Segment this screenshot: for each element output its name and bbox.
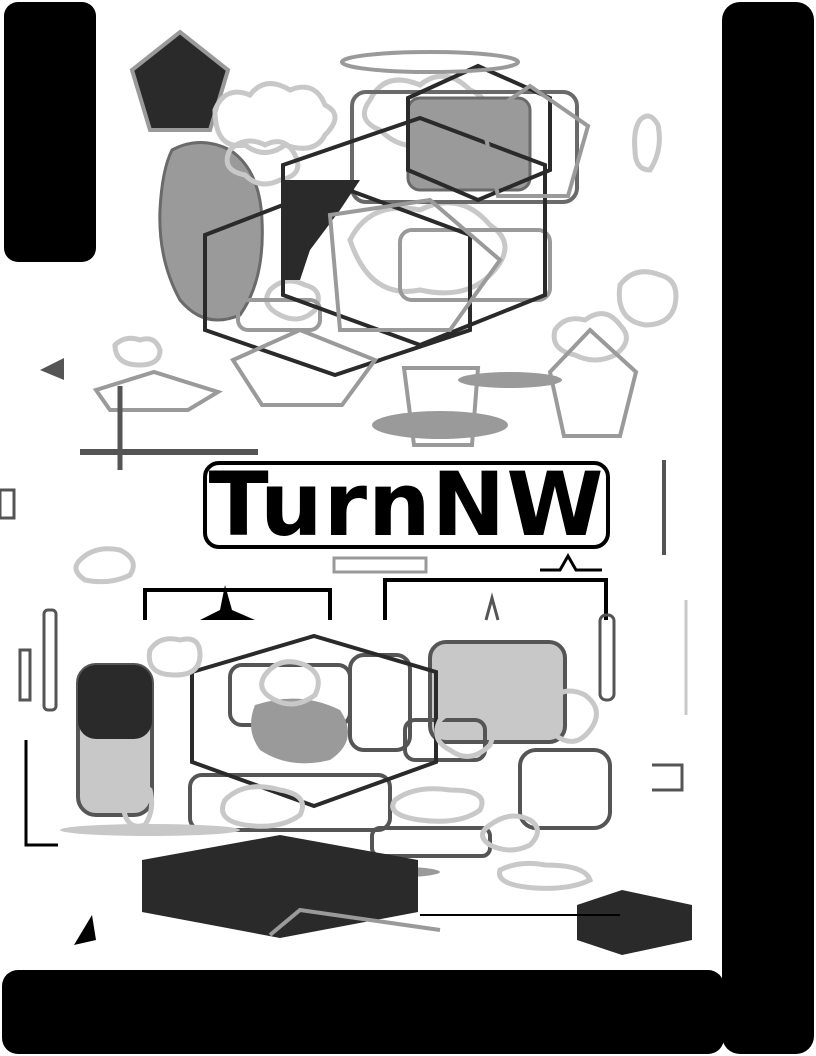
- title-banner: TurnNW: [203, 461, 610, 549]
- thin-rect: [334, 558, 426, 572]
- dark-wedge: [283, 180, 360, 280]
- small-triangle: [74, 915, 96, 945]
- bottom-black-panel: [2, 970, 724, 1054]
- chevron-mark: [486, 598, 498, 620]
- thin-rect: [600, 615, 614, 700]
- grey-smudge: [60, 824, 240, 836]
- title-text: TurnNW: [209, 461, 605, 549]
- small-triangle: [40, 358, 64, 380]
- left-black-panel: [4, 2, 96, 262]
- caret-shape: [540, 556, 602, 570]
- right-black-panel: [722, 2, 814, 1054]
- small-rect-outline: [0, 490, 14, 518]
- corner-line: [26, 740, 58, 845]
- rounded-rect: [350, 655, 410, 750]
- pill-shape-dark: [78, 665, 152, 739]
- grey-smudge: [342, 52, 518, 72]
- thin-rect: [44, 610, 56, 710]
- grey-smudge: [372, 411, 508, 439]
- grey-smudge: [458, 372, 562, 388]
- rounded-rect: [520, 750, 610, 828]
- thin-rect: [20, 650, 30, 700]
- corner-line: [652, 765, 682, 790]
- grey-blob: [251, 699, 348, 764]
- dark-hex-small: [577, 890, 692, 955]
- rounded-rect: [372, 828, 490, 856]
